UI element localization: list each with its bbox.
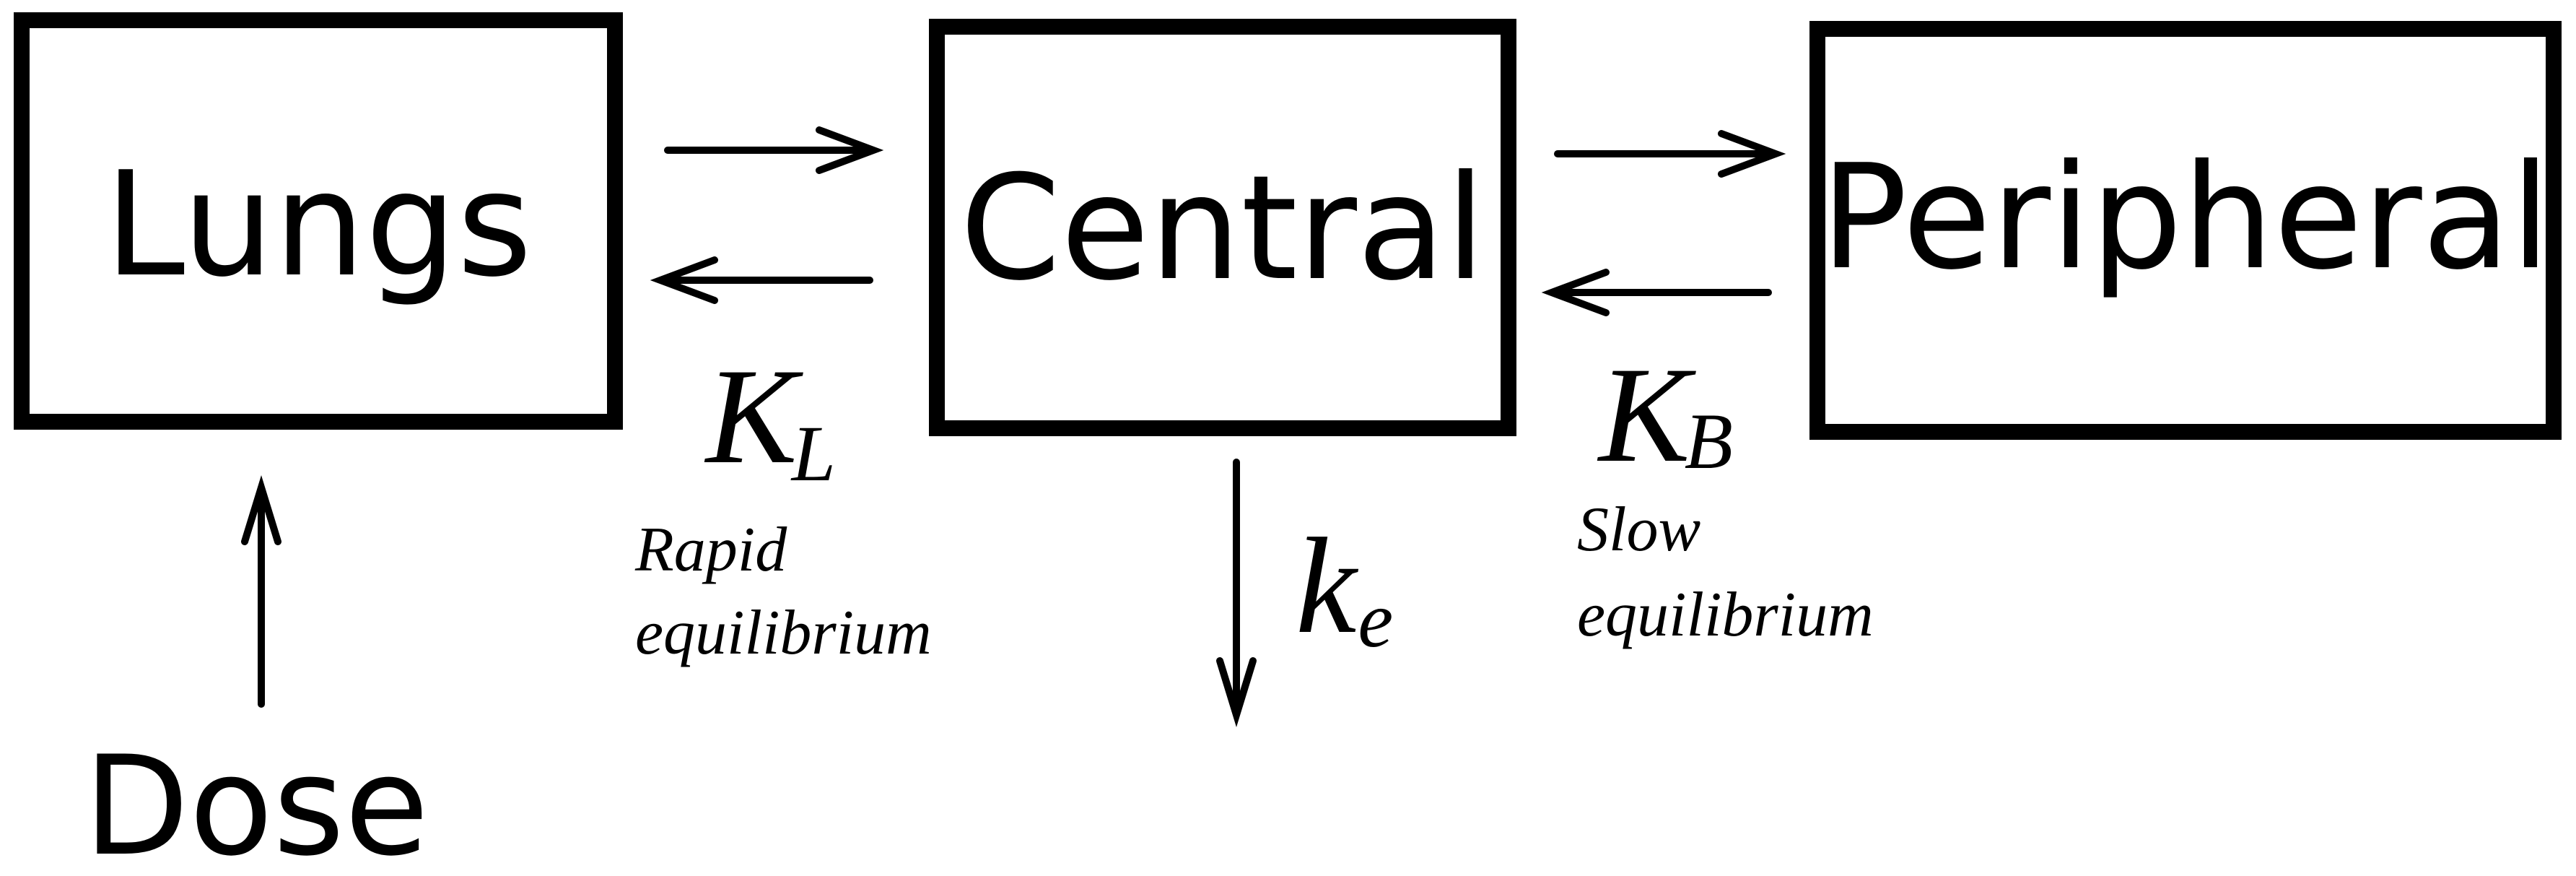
kl-note-line1: Rapid — [634, 515, 787, 585]
kl-rate-constant: KL — [704, 341, 836, 498]
peripheral-compartment-box — [1809, 21, 2562, 440]
kl-note-line2: equilibrium — [635, 598, 932, 668]
peripheral-label: Peripheral — [1820, 134, 2550, 302]
peripheral-to-central-arrow — [1541, 269, 1772, 316]
dose-arrow — [241, 474, 281, 708]
elimination-arrow — [1216, 459, 1257, 728]
kb-subscript: B — [1685, 397, 1733, 485]
ke-subscript: e — [1358, 576, 1393, 664]
dose-label: Dose — [84, 727, 429, 876]
central-compartment-box — [929, 19, 1516, 436]
kb-note-line2: equilibrium — [1577, 580, 1874, 650]
kb-symbol: K — [1597, 339, 1696, 491]
ke-rate-constant: ke — [1296, 511, 1393, 664]
kl-subscript: L — [790, 409, 836, 498]
kb-rate-constant: KB — [1597, 339, 1733, 491]
lungs-compartment-box — [14, 12, 623, 430]
kb-note-line1: Slow — [1577, 495, 1700, 565]
lungs-to-central-arrow — [664, 126, 884, 174]
central-to-peripheral-arrow — [1554, 130, 1786, 178]
kl-symbol: K — [704, 341, 803, 493]
central-to-lungs-arrow — [650, 256, 873, 304]
lungs-label: Lungs — [105, 141, 533, 309]
central-label: Central — [960, 144, 1485, 313]
ke-symbol: k — [1296, 511, 1359, 662]
